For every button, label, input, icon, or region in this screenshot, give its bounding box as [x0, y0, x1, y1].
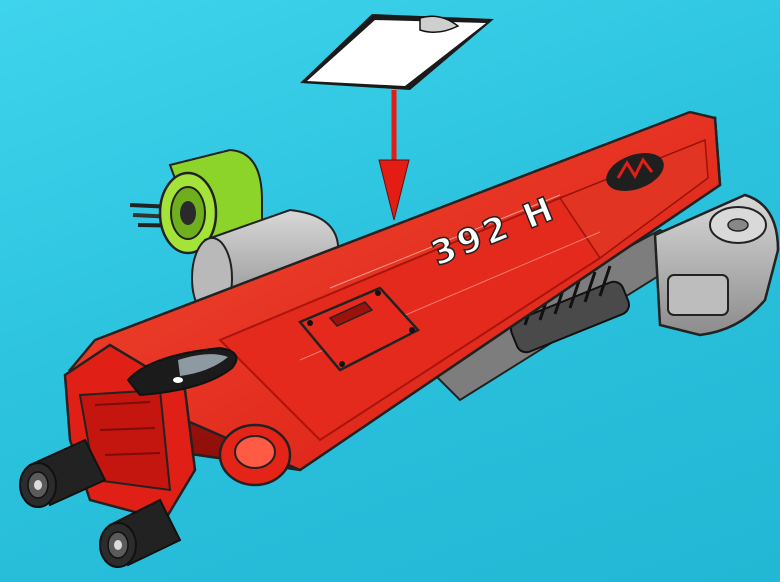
sticker-sheet: [300, 14, 494, 90]
down-arrow-icon: [379, 90, 409, 220]
side-knob: [220, 425, 290, 485]
